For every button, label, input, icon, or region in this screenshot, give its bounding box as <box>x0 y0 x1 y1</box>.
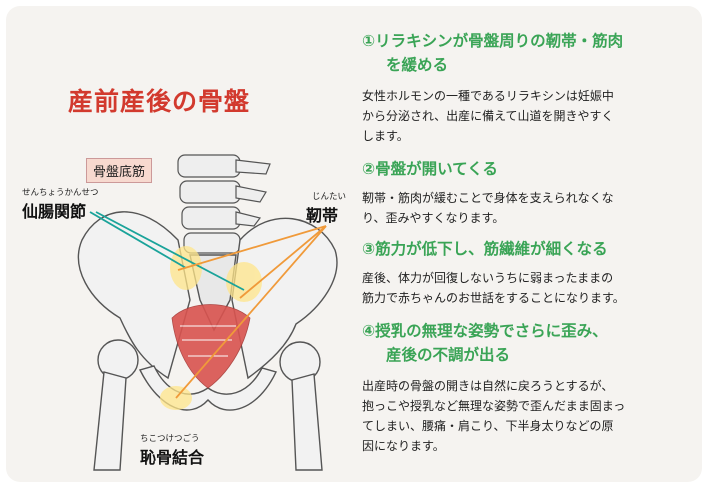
section-4-body-line2: 抱っこや授乳など無理な姿勢で歪んだまま固まっ <box>362 399 626 413</box>
ligament-pointer-lines <box>175 225 327 399</box>
section-4-body-line1: 出産時の骨盤の開きは自然に戻ろうとするが、 <box>362 379 614 393</box>
sacroiliac-label: 仙腸関節 <box>22 202 87 221</box>
section-1-heading-line2: を緩める <box>386 56 449 74</box>
section-3-body-line2: 筋力で赤ちゃんのお世話をすることになります。 <box>362 291 625 305</box>
section-4-heading: ④授乳の無理な姿勢でさらに歪み、 <box>362 322 608 340</box>
section-3-heading: ③筋力が低下し、筋繊維が細くなる <box>362 240 608 258</box>
pubic-ruby: ちこつけつごう <box>140 434 200 444</box>
section-1-body-line2: から分泌され、出産に備えて山道を開きやすく <box>362 109 614 123</box>
section-1-body-line1: 女性ホルモンの一種であるリラキシンは妊娠中 <box>362 89 614 103</box>
ligament-ruby: じんたい <box>312 192 347 202</box>
section-4-body-line4: 因になります。 <box>362 439 445 453</box>
section-4-body-line3: てしまい、腰痛・肩こり、下半身太りなどの原 <box>362 419 614 433</box>
illustration-panel: 産前産後の骨盤 <box>22 87 347 471</box>
section-1-heading: ①リラキシンが骨盤周りの靭帯・筋肉 <box>362 32 624 50</box>
sacroiliac-ruby: せんちょうかんせつ <box>22 188 99 198</box>
section-2-heading: ②骨盤が開いてくる <box>362 160 498 178</box>
diagram-title: 産前産後の骨盤 <box>68 87 251 116</box>
section-1-body-line3: します。 <box>362 129 409 143</box>
section-2-body-line1: 靭帯・筋肉が緩むことで身体を支えられなくな <box>362 191 614 205</box>
pelvic-floor-tag: 骨盤底筋 <box>86 158 153 183</box>
ligament-label: 靭帯 <box>306 206 339 225</box>
pelvic-floor-muscles <box>171 304 251 389</box>
explanation-panel: ①リラキシンが骨盤周りの靭帯・筋肉 を緩める 女性ホルモンの一種であるリラキシン… <box>362 0 702 488</box>
pubic-symphysis-label: 恥骨結合 <box>140 448 205 467</box>
section-4-heading-line2: 産後の不調が出る <box>386 346 511 364</box>
sacroiliac-pointer-lines <box>89 211 245 291</box>
section-2-body-line2: り、歪みやすくなります。 <box>362 211 505 225</box>
vertebrae <box>177 154 271 254</box>
pelvis-illustration <box>77 154 338 471</box>
section-3-body-line1: 産後、体力が回復しないうちに弱まったままの <box>362 271 614 285</box>
